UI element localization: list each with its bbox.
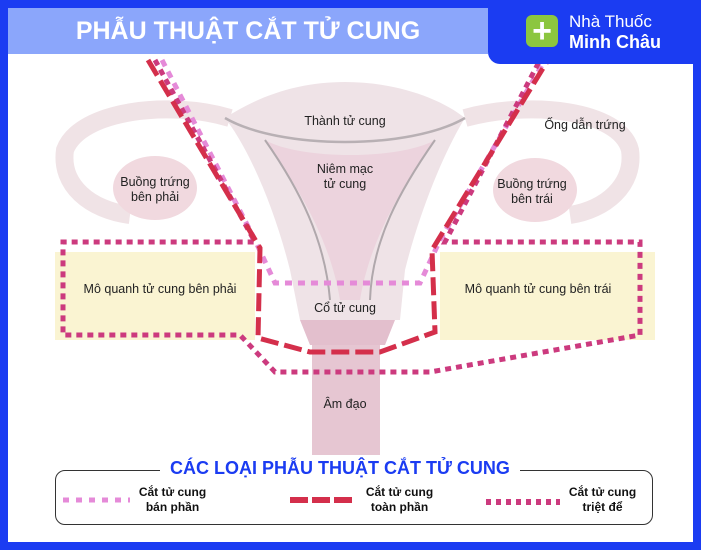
right-ovary xyxy=(113,156,197,220)
title-bar: PHẪU THUẬT CẮT TỬ CUNG xyxy=(8,8,488,54)
logo-line-1: Nhà Thuốc xyxy=(569,12,652,31)
left-tissue-band xyxy=(440,252,655,340)
total-hysterectomy-line xyxy=(145,58,551,355)
plus-icon: + xyxy=(526,14,558,48)
endometrium xyxy=(265,140,435,300)
left-tube xyxy=(462,100,640,224)
vagina-shape xyxy=(312,345,380,455)
label-fallopian-tube: Ống dẫn trứng xyxy=(544,118,626,132)
label-cervix: Cổ tử cung xyxy=(314,301,376,315)
page-title: PHẪU THUẬT CẮT TỬ CUNG xyxy=(75,17,421,45)
legend-title: CÁC LOẠI PHẪU THUẬT CẮT TỬ CUNG xyxy=(160,458,520,479)
logo-line-2: Minh Châu xyxy=(569,32,661,52)
label-uterine-wall: Thành tử cung xyxy=(304,114,386,128)
label-vagina: Âm đạo xyxy=(323,397,367,411)
left-ovary xyxy=(493,158,577,222)
label-right-tissue: Mô quanh tử cung bên phải xyxy=(83,282,237,296)
label-left-tissue: Mô quanh tử cung bên trái xyxy=(464,282,612,296)
radical-hysterectomy-line xyxy=(60,58,643,375)
brand-logo[interactable]: + Nhà Thuốc Minh Châu xyxy=(488,0,701,64)
right-tissue-band xyxy=(55,252,255,340)
